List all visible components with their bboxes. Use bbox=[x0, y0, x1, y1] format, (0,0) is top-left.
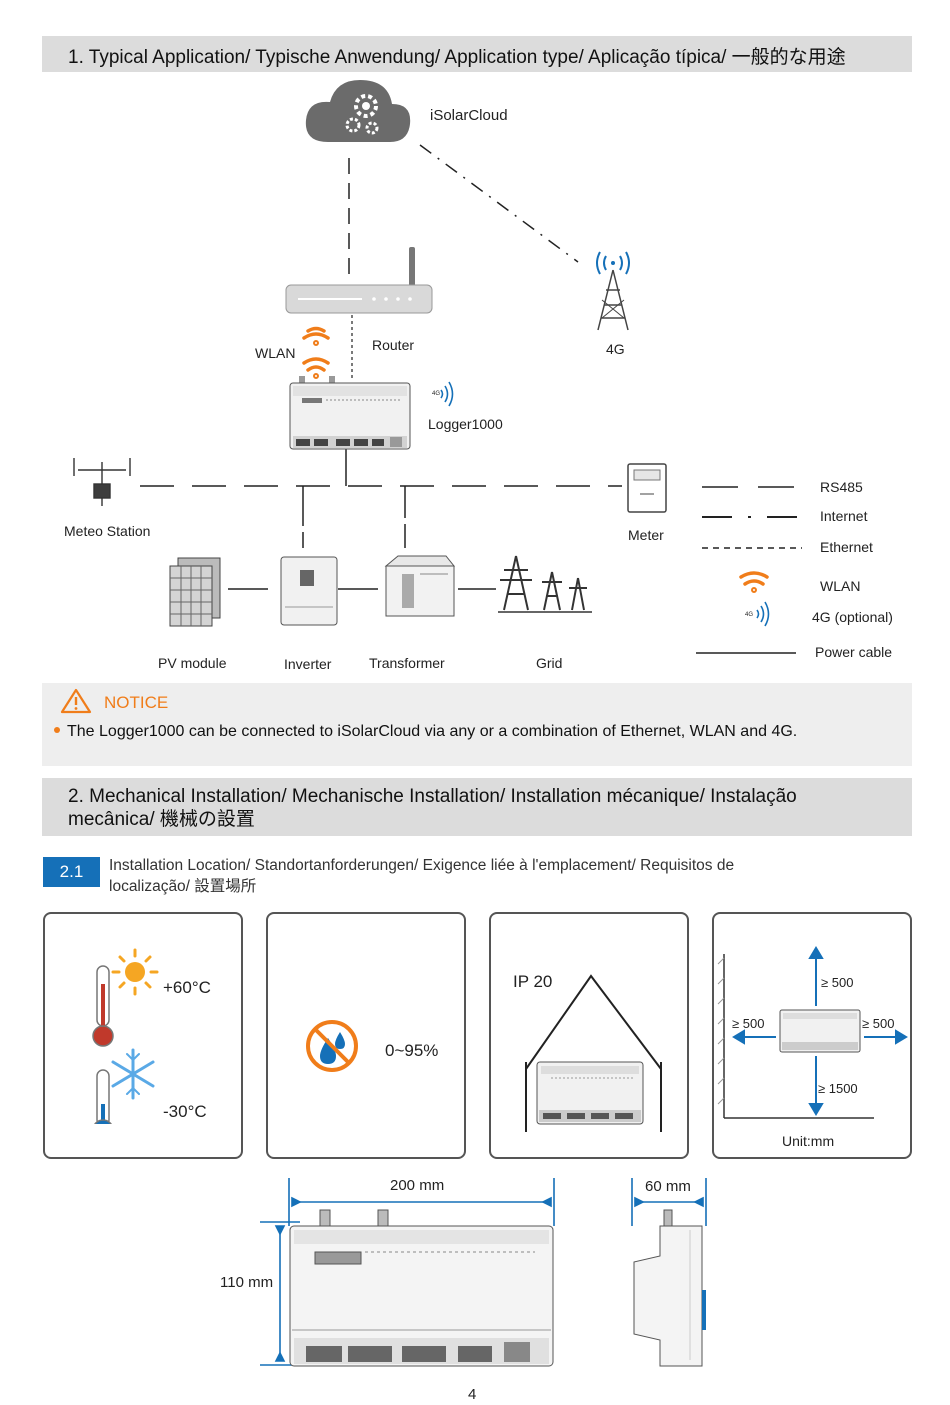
label-meter: Meter bbox=[628, 527, 664, 543]
typical-application-diagram bbox=[73, 80, 802, 654]
meteo-station-icon bbox=[73, 458, 131, 506]
humidity-panel: 0~95% bbox=[266, 912, 466, 1159]
temperature-graphic bbox=[92, 948, 159, 1124]
warning-icon bbox=[60, 688, 92, 714]
house-outline-icon bbox=[525, 974, 662, 1132]
clearance-bottom-label: ≥ 1500 bbox=[818, 1081, 858, 1096]
meter-icon bbox=[627, 463, 667, 513]
subsection-title-line2: localização/ 設置場所 bbox=[109, 878, 257, 895]
front-view-device-icon bbox=[289, 1209, 554, 1367]
notice-title: NOTICE bbox=[104, 693, 169, 712]
subsection-number-badge: 2.1 bbox=[43, 857, 100, 887]
side-view-device-icon bbox=[633, 1209, 706, 1367]
label-wlan: WLAN bbox=[255, 345, 296, 361]
label-4g-tower: 4G bbox=[606, 341, 625, 357]
notice-text: The Logger1000 can be connected to iSola… bbox=[67, 723, 798, 740]
thermometer-cold-icon bbox=[94, 1069, 112, 1124]
label-inverter: Inverter bbox=[284, 656, 332, 672]
subsection-title: Installation Location/ Standortanforderu… bbox=[109, 855, 734, 897]
section-1-title: 1. Typical Application/ Typische Anwendu… bbox=[68, 47, 846, 68]
legend-ethernet-label: Ethernet bbox=[820, 539, 873, 555]
label-meteo-station: Meteo Station bbox=[64, 523, 151, 539]
section-2-header: 2. Mechanical Installation/ Mechanische … bbox=[42, 778, 912, 836]
thermometer-hot-icon bbox=[92, 965, 114, 1047]
label-logger-4g-badge: 4G bbox=[432, 391, 441, 397]
transformer-icon bbox=[384, 555, 456, 617]
clearance-right-label: ≥ 500 bbox=[862, 1016, 895, 1031]
inverter-icon bbox=[280, 556, 338, 626]
clearance-top-label: ≥ 500 bbox=[821, 975, 854, 990]
dimension-depth-label: 60 mm bbox=[645, 1178, 691, 1195]
legend-4g-label: 4G (optional) bbox=[812, 609, 893, 625]
notice-bullet bbox=[54, 727, 60, 733]
sun-icon bbox=[111, 948, 159, 996]
indoor-house-graphic bbox=[525, 974, 662, 1132]
clearance-panel: ≥ 500 ≥ 500 ≥ 500 ≥ 1500 Unit:mm bbox=[712, 912, 912, 1159]
unit-label: Unit:mm bbox=[782, 1133, 835, 1149]
snowflake-icon bbox=[111, 1048, 155, 1100]
tower-4g-icon bbox=[596, 251, 630, 331]
label-transformer: Transformer bbox=[369, 655, 445, 671]
cloud-icon bbox=[305, 80, 411, 142]
cloud-tower-internet-line bbox=[419, 144, 579, 263]
ip-rating-panel: IP 20 bbox=[489, 912, 689, 1159]
legend-4g-badge: 4G bbox=[745, 612, 754, 618]
pv-module-icon bbox=[169, 557, 221, 627]
dimension-drawing bbox=[260, 1178, 707, 1367]
legend-wlan-icon bbox=[739, 571, 769, 593]
section-1-header: 1. Typical Application/ Typische Anwendu… bbox=[42, 36, 912, 72]
dimension-width-label: 200 mm bbox=[390, 1177, 445, 1194]
legend bbox=[696, 486, 802, 654]
label-grid: Grid bbox=[536, 655, 563, 671]
label-router: Router bbox=[372, 337, 415, 353]
notice-box: NOTICE The Logger1000 can be connected t… bbox=[42, 683, 912, 766]
legend-internet-label: Internet bbox=[820, 508, 868, 524]
dimension-height-label: 110 mm bbox=[220, 1274, 274, 1291]
page-number: 4 bbox=[468, 1386, 477, 1403]
clearance-device-icon bbox=[779, 1009, 861, 1053]
label-pv-module: PV module bbox=[158, 655, 227, 671]
temperature-panel: +60°C -30°C bbox=[43, 912, 243, 1159]
temp-low-label: -30°C bbox=[163, 1102, 207, 1121]
label-logger1000: Logger1000 bbox=[428, 416, 503, 432]
device-in-house-icon bbox=[536, 1061, 644, 1125]
dimension-arrows bbox=[260, 1178, 707, 1366]
subsection-title-line1: Installation Location/ Standortanforderu… bbox=[109, 857, 735, 874]
temp-high-label: +60°C bbox=[163, 978, 211, 997]
legend-rs485-label: RS485 bbox=[820, 479, 863, 495]
grid-icon bbox=[498, 555, 592, 613]
ip-rating-label: IP 20 bbox=[513, 972, 553, 991]
legend-power-cable-label: Power cable bbox=[815, 644, 893, 660]
clearance-arrows bbox=[732, 946, 908, 1116]
clearance-graphic bbox=[717, 946, 908, 1119]
subsection-number: 2.1 bbox=[59, 862, 84, 881]
router-icon bbox=[285, 247, 433, 314]
legend-wlan-label: WLAN bbox=[820, 578, 861, 594]
no-water-icon bbox=[306, 1020, 358, 1072]
logger-4g-signal-icon bbox=[440, 381, 454, 407]
logger1000-icon bbox=[289, 376, 411, 450]
legend-4g-icon bbox=[756, 601, 770, 627]
wlan-icon-router bbox=[302, 326, 330, 346]
clearance-left-label: ≥ 500 bbox=[732, 1016, 765, 1031]
label-isolarcloud: iSolarCloud bbox=[430, 107, 508, 124]
section-2-title-line2: mecânica/ 機械の設置 bbox=[68, 809, 255, 830]
humidity-label: 0~95% bbox=[385, 1041, 439, 1060]
section-2-title-line1: 2. Mechanical Installation/ Mechanische … bbox=[68, 786, 797, 807]
wlan-icon-logger bbox=[302, 357, 330, 379]
